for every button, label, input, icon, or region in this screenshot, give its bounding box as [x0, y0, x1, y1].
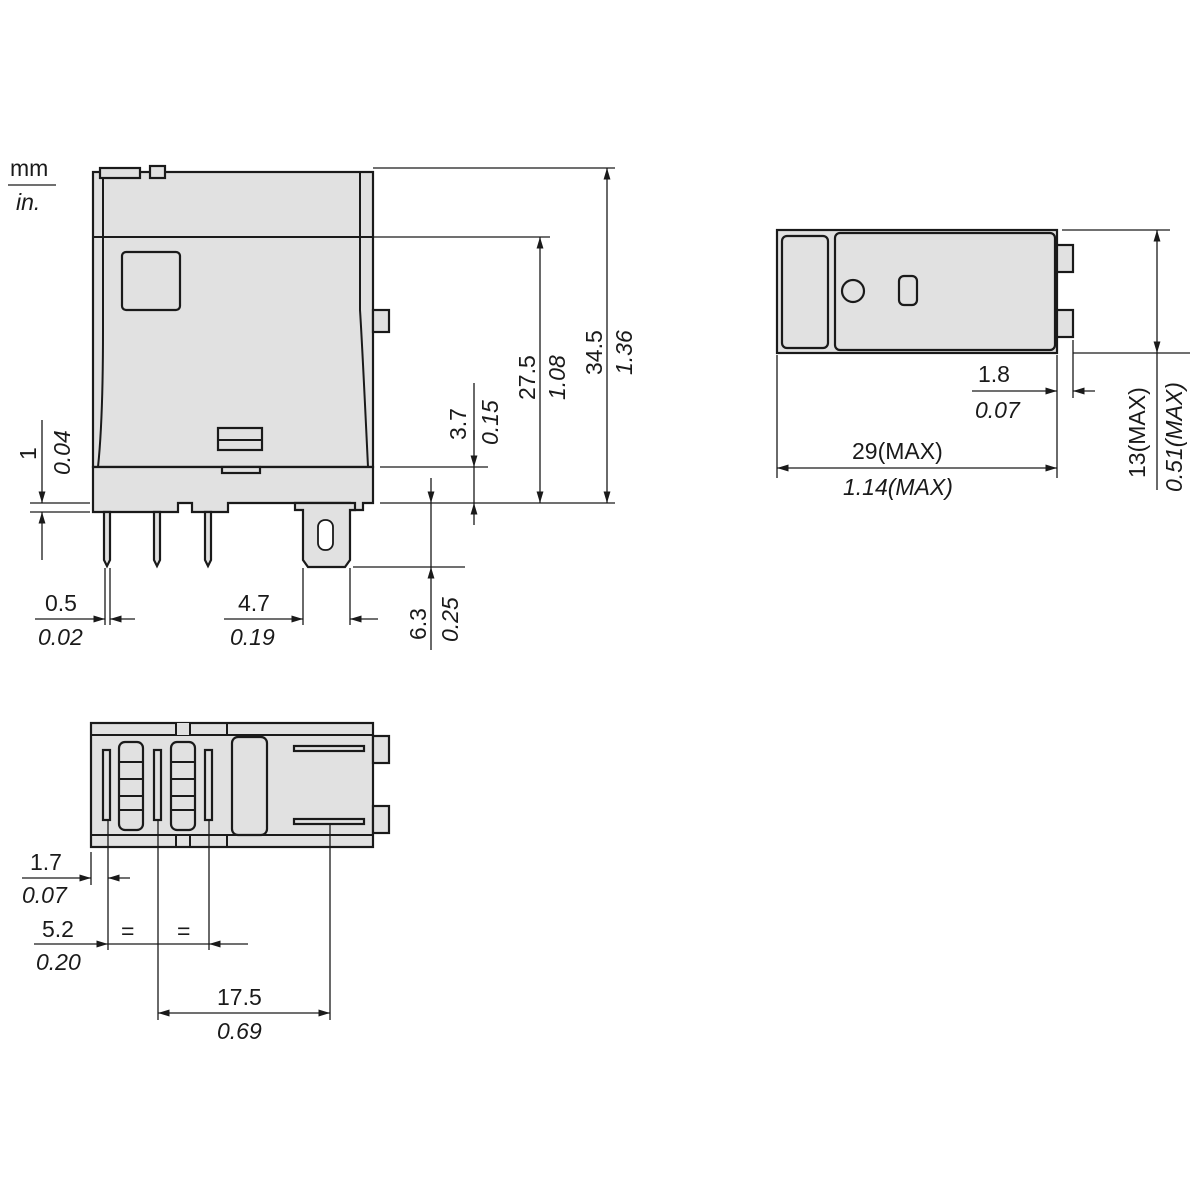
unit-in: in.	[16, 189, 40, 215]
dim-standoff: 1 0.04	[15, 420, 90, 560]
dim-overall-height: 34.5 1.36	[373, 167, 637, 504]
side-view	[775, 228, 1075, 355]
front-view	[91, 164, 391, 569]
dim-base-height: 3.7 0.15	[380, 383, 503, 525]
bottom-view	[89, 721, 391, 849]
unit-mm: mm	[10, 155, 48, 181]
dim-text: 0.19	[230, 624, 275, 650]
dim-text: 0.07	[975, 397, 1021, 423]
dim-text: 1.7	[30, 849, 62, 875]
dim-side-depth: 13(MAX) 0.51(MAX)	[1062, 229, 1190, 492]
dim-text: 0.07	[22, 882, 68, 908]
units-legend: mm in.	[8, 155, 56, 215]
dim-tab-distance: 17.5 0.69	[158, 984, 330, 1044]
dim-text: 4.7	[238, 590, 270, 616]
dim-text: 1.8	[978, 361, 1010, 387]
dim-text: 0.69	[217, 1018, 262, 1044]
dim-side-width: 29(MAX) 1.14(MAX)	[776, 355, 1058, 500]
dim-text: 0.15	[477, 400, 503, 445]
dim-text: 0.20	[36, 949, 81, 975]
dim-tab-length: 6.3 0.25	[353, 478, 465, 650]
dim-text: 27.5	[514, 355, 540, 400]
dim-text: 17.5	[217, 984, 262, 1010]
dim-text: 6.3	[405, 608, 431, 640]
dim-text: 1.36	[611, 330, 637, 375]
dim-text: 1.14(MAX)	[843, 474, 953, 500]
dim-pin-pitch: 5.2 0.20 = =	[34, 916, 248, 975]
pins	[102, 510, 213, 569]
dim-text: 29(MAX)	[852, 438, 943, 464]
dim-text: 0.04	[49, 430, 75, 475]
dim-text: 0.51(MAX)	[1161, 382, 1187, 492]
dim-tab-protrusion: 1.8 0.07	[972, 340, 1095, 423]
dim-text: 1.08	[544, 355, 570, 400]
dim-text: 0.25	[437, 597, 463, 642]
dim-tab-width: 4.7 0.19	[224, 568, 378, 650]
dim-text: 13(MAX)	[1124, 387, 1150, 478]
dim-text: 34.5	[581, 330, 607, 375]
dim-text: 0.5	[45, 590, 77, 616]
dim-text: 0.02	[38, 624, 83, 650]
dim-text: 5.2	[42, 916, 74, 942]
dim-body-height: 27.5 1.08	[373, 236, 570, 503]
equal-mark: =	[121, 918, 134, 944]
dim-pin-width: 0.5 0.02	[35, 568, 135, 650]
dim-text: 1	[15, 447, 41, 460]
dim-edge-offset: 1.7 0.07	[22, 820, 331, 1020]
equal-mark: =	[177, 918, 190, 944]
dim-text: 3.7	[445, 408, 471, 440]
